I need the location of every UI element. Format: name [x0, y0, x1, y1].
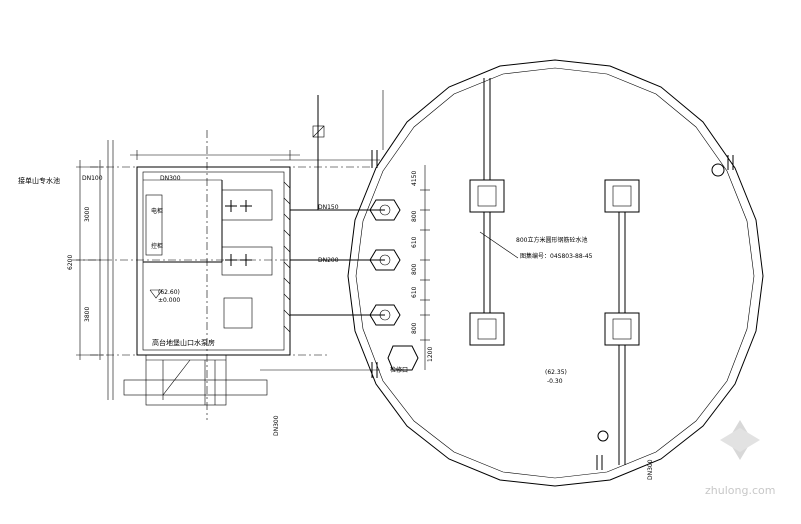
room-label-2: 控柜 [151, 242, 163, 250]
tank-subtitle: 图集编号：04S803-88-45 [520, 252, 593, 260]
wall-hatch [283, 181, 291, 333]
dim-label: 800 [411, 263, 418, 275]
tank-elevation-2: -0.30 [547, 378, 563, 385]
dim-label: 4150 [411, 171, 418, 186]
elevation-note-2: ±0.000 [158, 297, 180, 304]
watermark-text: zhulong.com [705, 484, 775, 497]
dim-label: 800 [411, 210, 418, 222]
dim-label: 3800 [84, 307, 91, 322]
room-label-1: 电柜 [151, 207, 163, 215]
pipe-label: DN300 [160, 175, 181, 182]
dim-label: 3000 [84, 207, 91, 222]
pipe-label: DN300 [647, 459, 654, 480]
dim-label: 6200 [67, 255, 74, 270]
pump-symbols [225, 200, 252, 266]
pipe-label: DN150 [318, 204, 339, 211]
dim-label: DN100 [82, 175, 103, 182]
pipes [260, 159, 419, 371]
room-caption: 高台地堡山口水泵房 [152, 338, 215, 347]
pump-house [72, 90, 384, 420]
dim-label: 800 [411, 322, 418, 334]
elevation-note-1: (62.60) [158, 289, 180, 296]
tank-elevation-1: (62.35) [545, 369, 567, 376]
dimension-chain [420, 165, 430, 370]
dim-label: 610 [411, 286, 418, 298]
tank-title: 800立方米圆形钢筋砼水池 [516, 236, 587, 244]
circular-tank [347, 59, 764, 487]
watermark-logo [720, 420, 760, 460]
dim-label: 610 [411, 236, 418, 248]
dim-label: 1200 [427, 347, 434, 362]
inlet-label: 检修口 [390, 366, 408, 374]
dim-label: DN300 [273, 415, 280, 436]
left-title: 接单山专水池 [18, 176, 60, 185]
